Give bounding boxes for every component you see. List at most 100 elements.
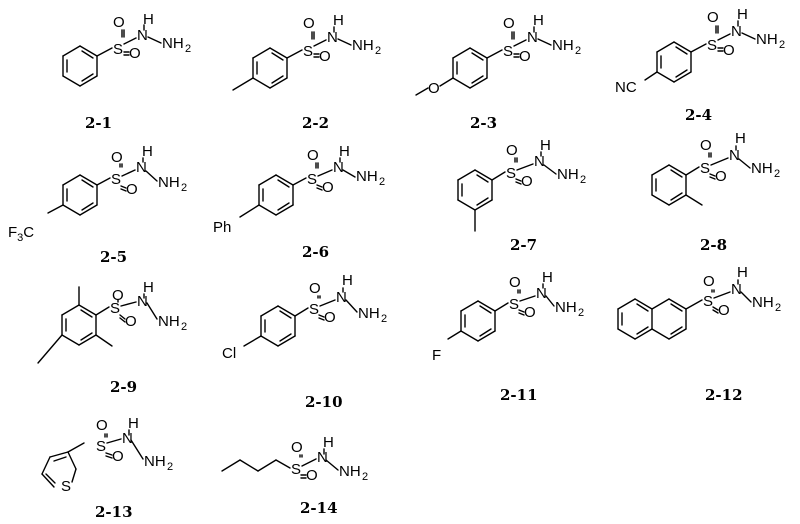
oxygen-atom: O (715, 168, 727, 185)
hydrazine-nh2: NH (356, 168, 378, 185)
benzene-ring (452, 47, 488, 89)
methoxy-oxygen: O (428, 80, 440, 97)
oxygen-atom: O (96, 417, 108, 434)
hydrazine-nh2: NH (358, 305, 380, 322)
compound-label: 2-5 (100, 248, 127, 266)
compound-label: 2-11 (500, 386, 538, 404)
hydrazine-h: H (540, 137, 551, 154)
compound-label: 2-14 (300, 499, 338, 517)
sulfur-atom: S (503, 43, 513, 60)
sulfur-atom: S (506, 165, 516, 182)
sulfur-atom: S (309, 301, 319, 318)
hydrazine-n: N (333, 159, 344, 176)
methyl-bond (685, 194, 703, 206)
benzene-ring (656, 41, 692, 83)
benzene-ring (260, 305, 296, 347)
compound-2-5: F3C S O O H N NH 2 2-5 (8, 143, 187, 266)
oxygen-atom: O (306, 467, 318, 484)
benzene-ring (258, 174, 294, 216)
compound-label: 2-2 (302, 114, 329, 132)
compound-label: 2-7 (510, 236, 537, 254)
sulfur-atom: S (96, 438, 106, 455)
hydrazine-nh2: NH (352, 37, 374, 54)
benzene-ring (460, 300, 496, 342)
compound-label: 2-10 (305, 393, 343, 411)
hydrazine-nh2: NH (158, 313, 180, 330)
oxygen-atom: O (126, 181, 138, 198)
phenyl-group: Ph (213, 219, 231, 236)
butyl-chain (221, 459, 291, 472)
compound-label: 2-9 (110, 378, 137, 396)
hydrazine-h: H (737, 264, 748, 281)
benzene-ring (457, 169, 493, 211)
sulfur-atom: S (509, 296, 519, 313)
compound-label: 2-4 (685, 106, 712, 124)
oxygen-atom: O (509, 274, 521, 291)
compound-2-2: S O O H N NH 2 2-2 (232, 12, 381, 132)
hydrazine-h: H (333, 12, 344, 29)
compound-2-7: S O O H N NH 2 2-7 (457, 137, 586, 254)
subscript-2: 2 (578, 307, 584, 319)
subscript-2: 2 (375, 45, 381, 57)
subscript-2: 2 (167, 461, 173, 473)
thiophene-ring (41, 451, 77, 488)
oxygen-atom: O (503, 15, 515, 32)
oxygen-atom: O (322, 179, 334, 196)
hydrazine-n: N (731, 23, 742, 40)
subscript-2: 2 (379, 176, 385, 188)
methyl-bond (95, 334, 113, 347)
hydrazine-n: N (122, 430, 133, 447)
subscript-2: 2 (181, 321, 187, 333)
compound-2-14: S O O H N NH 2 2-14 (221, 434, 368, 517)
hydrazine-n: N (137, 27, 148, 44)
hydrazine-n: N (327, 29, 338, 46)
hydrazine-h: H (342, 272, 353, 289)
hydrazine-nh2: NH (339, 463, 361, 480)
oxygen-atom: O (707, 9, 719, 26)
hydrazine-nh2: NH (552, 37, 574, 54)
sulfur-atom: S (703, 293, 713, 310)
methyl-bond (415, 87, 429, 96)
oxygen-atom: O (700, 137, 712, 154)
hydrazine-h: H (339, 143, 350, 160)
oxygen-atom: O (519, 48, 531, 65)
compound-2-8: S O O H N NH 2 2-8 (651, 130, 780, 254)
sulfur-atom: S (307, 171, 317, 188)
hydrazine-n: N (317, 449, 328, 466)
compound-2-12: S O O H N NH 2 2-12 (617, 264, 781, 404)
hydrazine-n: N (137, 293, 148, 310)
subscript-2: 2 (775, 302, 781, 314)
subscript-2: 2 (362, 471, 368, 483)
sulfur-atom: S (113, 41, 123, 58)
hydrazine-h: H (542, 269, 553, 286)
sulfur-atom: S (700, 160, 710, 177)
oxygen-atom: O (524, 304, 536, 321)
hydrazine-n: N (731, 281, 742, 298)
trifluoromethyl-group: F3C (8, 224, 34, 244)
sulfur-atom: S (303, 43, 313, 60)
hydrazine-h: H (142, 143, 153, 160)
subscript-2: 2 (774, 168, 780, 180)
benzene-ring (62, 45, 98, 87)
subscript-2: 2 (381, 313, 387, 325)
oxygen-atom: O (309, 280, 321, 297)
oxygen-atom: O (723, 42, 735, 59)
hydrazine-nh2: NH (557, 166, 579, 183)
hydrazine-h: H (533, 12, 544, 29)
subscript-2: 2 (580, 174, 586, 186)
compound-2-4: NC S O O H N NH 2 2-4 (615, 6, 785, 124)
oxygen-atom: O (113, 14, 125, 31)
compound-2-1: S O O H N NH 2 2-1 (62, 11, 191, 132)
oxygen-atom: O (303, 15, 315, 32)
hydrazine-n: N (534, 153, 545, 170)
sulfur-atom: S (110, 300, 120, 317)
hydrazine-nh2: NH (144, 453, 166, 470)
subscript-2: 2 (779, 39, 785, 51)
hydrazine-n: N (136, 159, 147, 176)
oxygen-atom: O (291, 439, 303, 456)
hydrazine-nh2: NH (756, 31, 778, 48)
oxygen-atom: O (129, 45, 141, 62)
compound-2-6: Ph S O O H N NH 2 2-6 (213, 143, 385, 261)
chloro-group: Cl (222, 345, 236, 362)
